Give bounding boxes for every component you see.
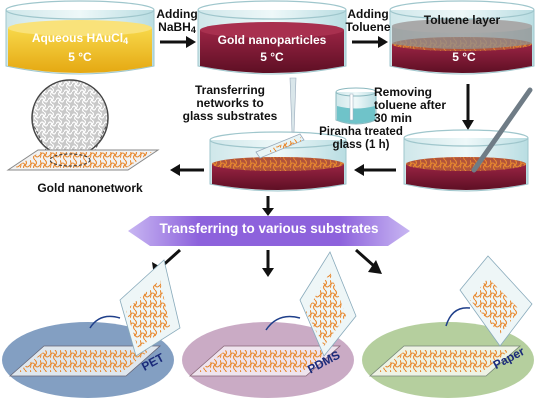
step2-temp: 5 °C xyxy=(260,50,284,64)
haucl4-label: Aqueous HAuCl4 xyxy=(31,31,129,47)
arrow-to-paper xyxy=(355,248,382,274)
arrow-add-nabh4 xyxy=(160,36,196,48)
arrow-down-to-banner xyxy=(262,196,274,216)
beaker-toluene-layer xyxy=(389,0,535,75)
arrow-left-to-nanonetwork xyxy=(170,164,204,176)
transferring-networks-label: Transferring networks to glass substrate… xyxy=(182,83,278,123)
arrow-to-pdms xyxy=(262,250,274,277)
gold-nanonetwork-figure xyxy=(6,79,160,171)
step1-temp: 5 °C xyxy=(68,50,92,64)
banner-label: Transferring to various substrates xyxy=(159,221,379,236)
toluene-layer-label: Toluene layer xyxy=(423,13,501,27)
step3-temp: 5 °C xyxy=(452,50,476,64)
beaker-transfer-networks xyxy=(209,77,347,192)
banner xyxy=(128,216,410,246)
substrate-pet xyxy=(2,259,181,398)
curved-arrow-icon xyxy=(445,307,471,327)
substrate-pdms xyxy=(182,251,357,398)
tweezers-icon xyxy=(289,77,297,133)
curved-arrow-icon xyxy=(89,315,121,329)
arrow1-label: Adding NaBH4 xyxy=(156,7,198,36)
pipette-icon xyxy=(471,87,533,173)
beaker-gold-nanoparticles xyxy=(197,0,347,75)
arrow-left-middle xyxy=(354,164,396,176)
arrow-down-right xyxy=(462,84,474,130)
arrow-add-toluene xyxy=(352,36,388,48)
beaker-removing-toluene xyxy=(403,87,533,192)
removing-toluene-label: Removing toluene after 30 min xyxy=(374,85,447,125)
beaker-haucl4 xyxy=(5,0,155,75)
curved-arrow-icon xyxy=(265,315,301,331)
arrow2-label: Adding Toluene xyxy=(345,7,391,34)
substrate-paper xyxy=(362,255,534,398)
gold-nanonetwork-label: Gold nanonetwork xyxy=(37,181,143,195)
piranha-label: Piranha treated glass (1 h) xyxy=(319,126,403,151)
piranha-glass-beaker xyxy=(335,87,377,125)
gold-nanoparticles-label: Gold nanoparticles xyxy=(217,33,327,47)
